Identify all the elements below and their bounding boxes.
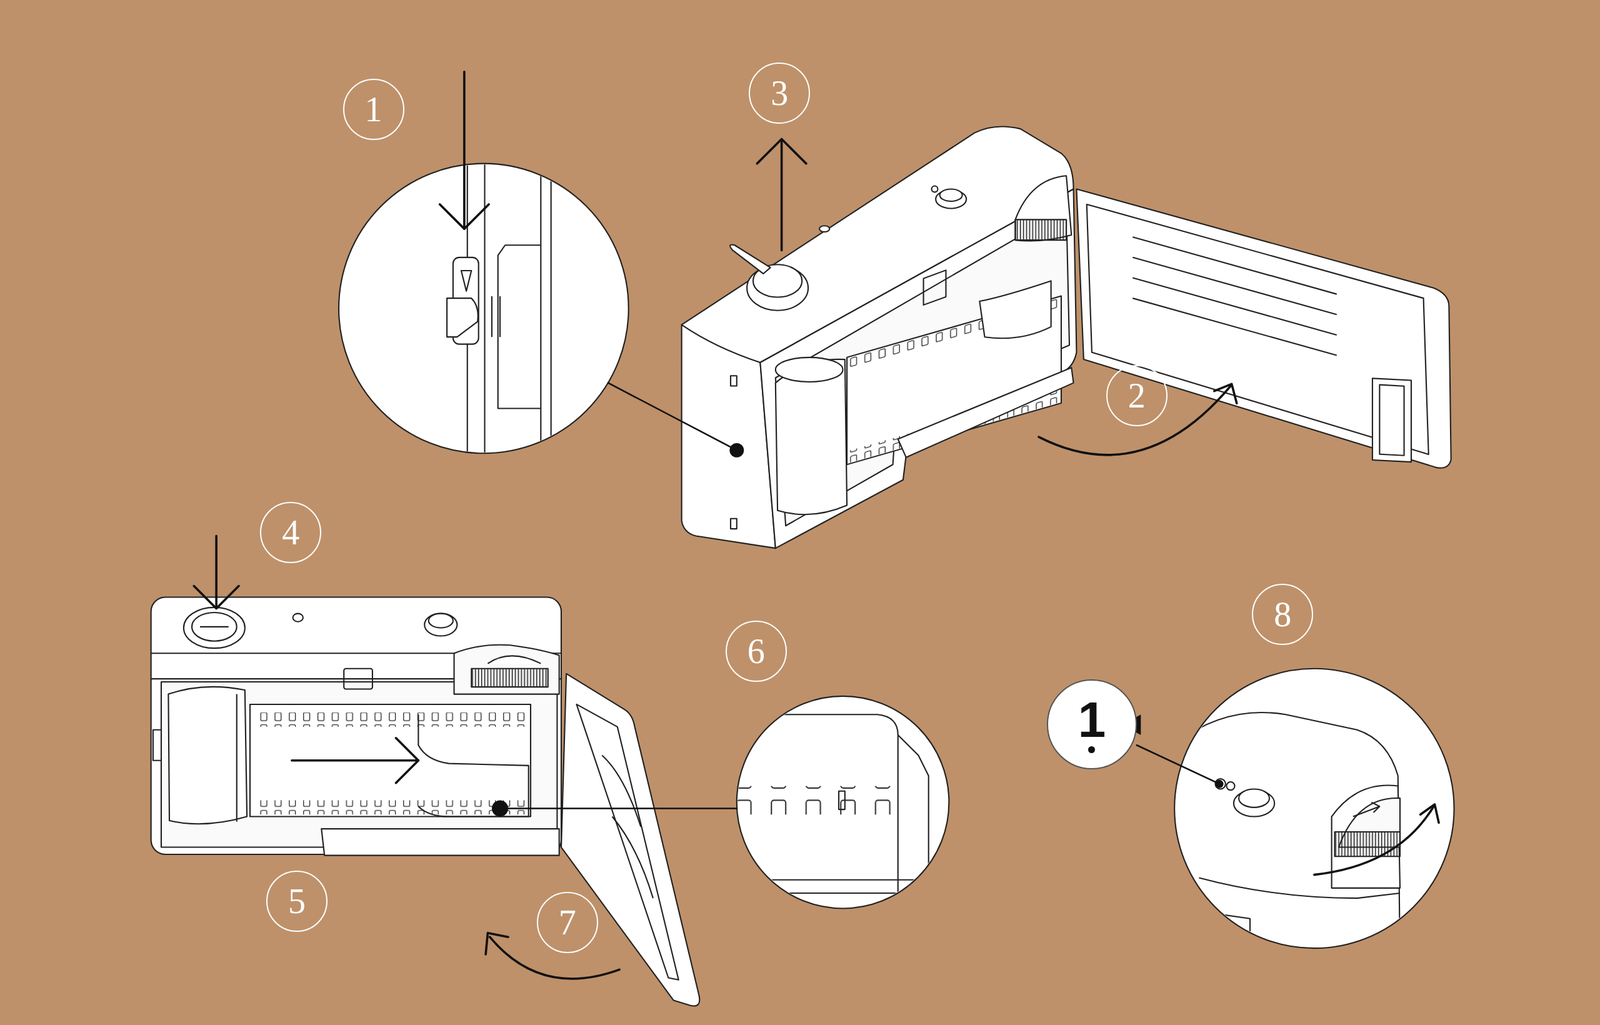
step-number: 7: [558, 905, 577, 940]
step-number: 5: [288, 883, 306, 919]
step-number-circle: 4: [260, 501, 322, 564]
step-number-circle: 8: [1251, 583, 1314, 645]
step-number-circle: 7: [536, 891, 599, 954]
step-number-circle: 5: [266, 870, 328, 932]
step-number-circle: 1: [343, 78, 405, 140]
counter-dot: [1088, 746, 1095, 754]
step-number: 3: [770, 75, 789, 111]
frame-counter-callout: 1: [1046, 679, 1137, 770]
step-number: 4: [281, 515, 300, 550]
counter-number: 1: [1078, 696, 1107, 744]
step-number-circle: 2: [1106, 365, 1168, 427]
step-number: 1: [365, 91, 383, 127]
step-number: 6: [747, 633, 765, 669]
step-number-circle: 3: [748, 62, 810, 124]
step-number: 2: [1128, 378, 1146, 414]
step-number: 8: [1273, 596, 1292, 632]
step-number-circle: 6: [725, 620, 787, 682]
